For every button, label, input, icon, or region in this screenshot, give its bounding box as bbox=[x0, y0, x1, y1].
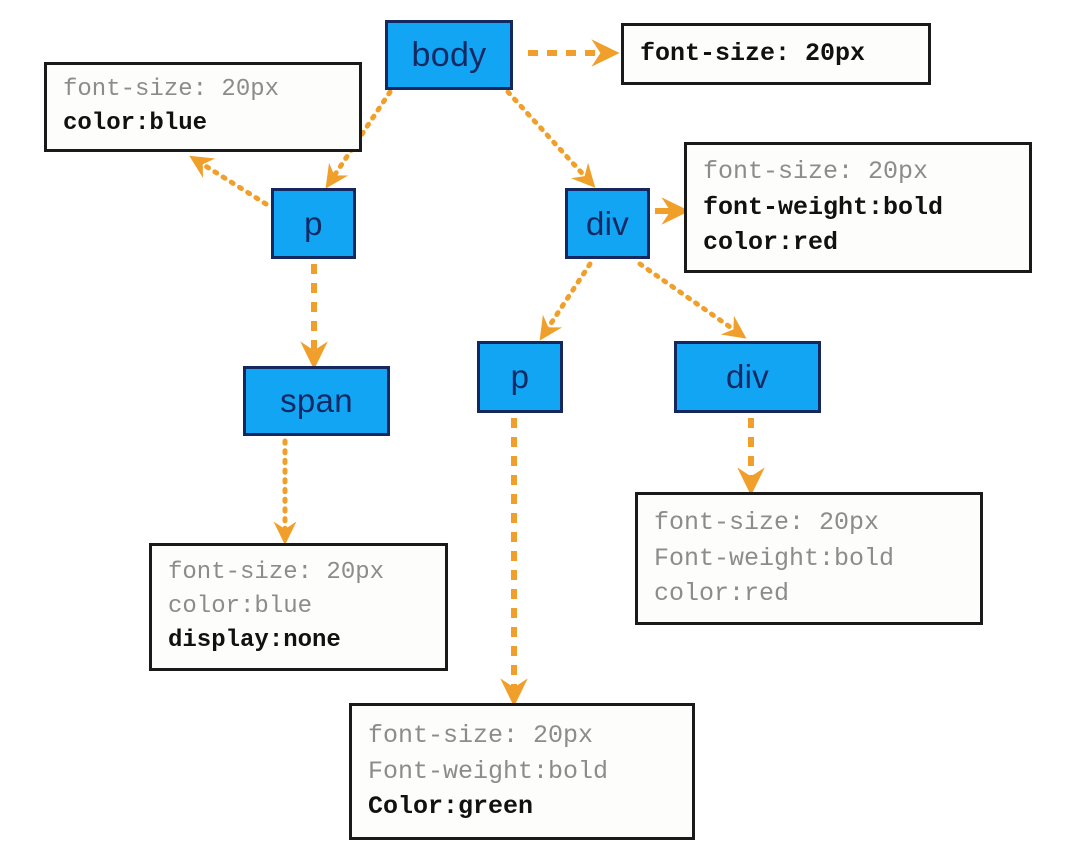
css-declaration: color:blue bbox=[63, 110, 208, 137]
css-box-span: font-size: 20px color:blue display:none bbox=[149, 543, 448, 671]
css-declaration: font-size: 20px bbox=[640, 39, 866, 69]
edge-body-to-div bbox=[505, 89, 596, 188]
css-declaration: font-weight:bold bbox=[703, 192, 944, 222]
node-div-inner[interactable]: div bbox=[674, 341, 821, 413]
css-declaration: Font-weight:bold bbox=[368, 756, 609, 786]
node-label: p bbox=[304, 204, 323, 242]
css-box-div-outer: font-size: 20px font-weight:bold color:red bbox=[684, 142, 1032, 273]
node-p-inner[interactable]: p bbox=[477, 341, 563, 413]
css-declaration: Color:green bbox=[368, 792, 534, 822]
edge-div-to-p-inner bbox=[539, 261, 593, 341]
node-div-outer[interactable]: div bbox=[565, 188, 650, 259]
css-declaration: color:red bbox=[654, 579, 790, 609]
node-label: div bbox=[725, 358, 770, 395]
node-body[interactable]: body bbox=[385, 20, 513, 90]
css-box-p-outer: font-size: 20px color:blue bbox=[44, 62, 362, 152]
css-declaration: display:none bbox=[168, 627, 341, 655]
css-declaration: font-size: 20px bbox=[168, 558, 385, 586]
css-declaration: font-size: 20px bbox=[63, 75, 280, 103]
css-declaration: font-size: 20px bbox=[368, 721, 594, 751]
node-label: span bbox=[280, 382, 353, 419]
node-span[interactable]: span bbox=[243, 366, 390, 436]
edge-div-to-div-inner bbox=[637, 261, 747, 339]
node-label: p bbox=[510, 358, 530, 395]
css-box-body: font-size: 20px bbox=[621, 23, 931, 85]
node-label: div bbox=[585, 204, 630, 242]
css-declaration: Font-weight:bold bbox=[654, 543, 895, 573]
node-p-outer[interactable]: p bbox=[271, 188, 356, 259]
css-declaration: font-size: 20px bbox=[654, 508, 880, 538]
edge-p-to-box bbox=[189, 155, 269, 207]
node-label: body bbox=[411, 35, 487, 74]
css-declaration: color:red bbox=[703, 228, 839, 258]
css-declaration: color:blue bbox=[168, 592, 313, 620]
css-declaration: font-size: 20px bbox=[703, 157, 929, 187]
